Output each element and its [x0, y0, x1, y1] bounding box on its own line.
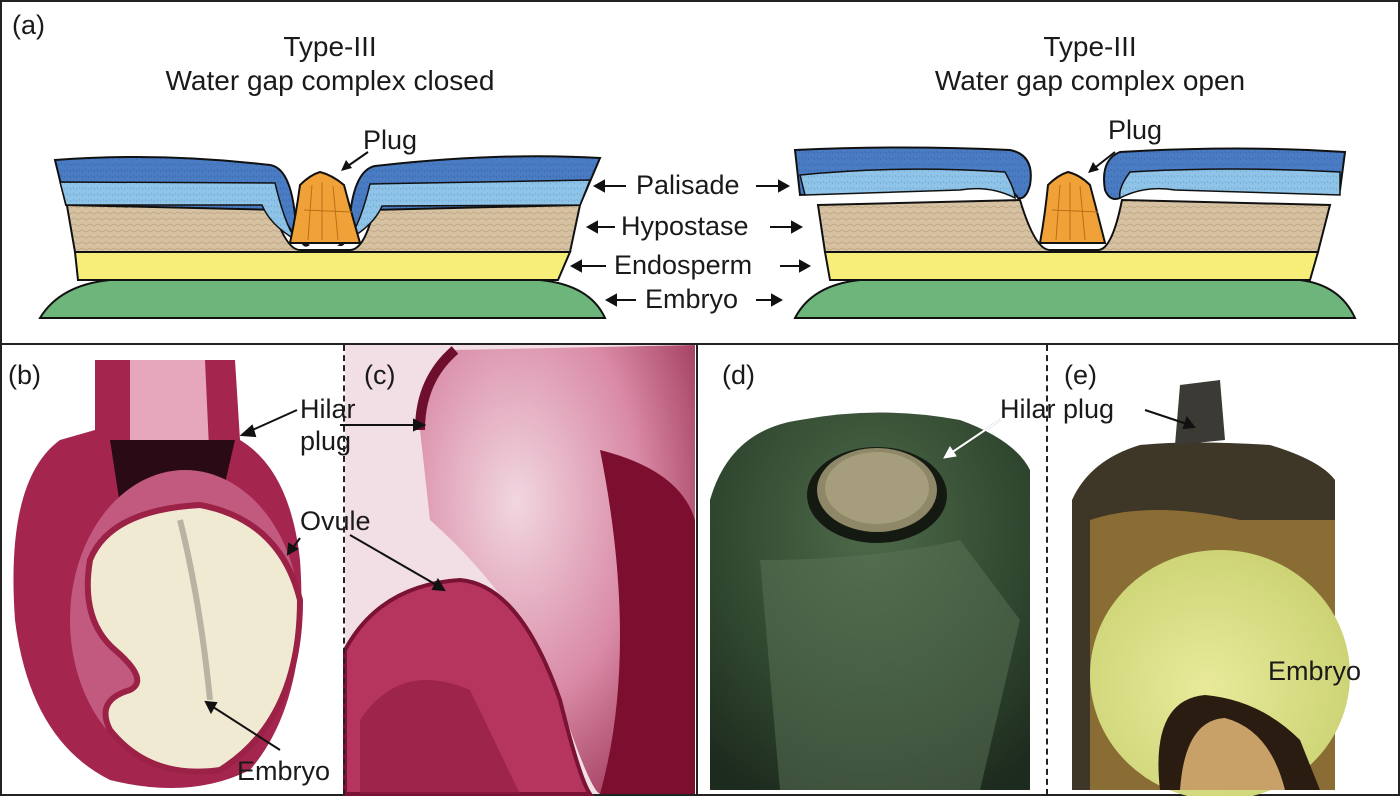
left-diagram [38, 151, 607, 319]
right-palisade-inner [799, 168, 1016, 200]
panel-c-section [343, 345, 695, 796]
layer-arrows [569, 179, 812, 307]
right-title-line2: Water gap complex open [934, 65, 1246, 96]
right-diagram [793, 146, 1357, 319]
embryo-label-e: Embryo [1268, 656, 1362, 686]
right-diagram-title: Type-III Water gap complex open [860, 30, 1320, 98]
left-diagram-title: Type-III Water gap complex closed [100, 30, 560, 98]
panel-e-photo [1072, 380, 1350, 796]
right-palisade-inner-r [1118, 168, 1341, 200]
endosperm-label: Endosperm [614, 250, 753, 280]
panel-a-label: (a) [12, 10, 45, 40]
left-title-line2: Water gap complex closed [165, 65, 495, 96]
panel-d-photo [710, 412, 1030, 790]
palisade-label: Palisade [636, 170, 740, 200]
hilar-plug-label-d: Hilar plug [1000, 394, 1115, 424]
annotation-arrows [204, 409, 1196, 751]
hilar-plug-label-b: Hilar plug [300, 394, 356, 456]
right-plug-label: Plug [1108, 115, 1163, 145]
embryo-label-b: Embryo [237, 756, 331, 786]
panel-c-label: (c) [364, 360, 396, 390]
divider-bc [343, 345, 345, 795]
left-plug [288, 170, 362, 244]
panel-e-label: (e) [1064, 360, 1097, 390]
embryo-label: Embryo [645, 284, 739, 314]
panel-bottom-right-frame [696, 343, 1400, 796]
right-plug [1038, 170, 1107, 244]
left-plug-label: Plug [363, 125, 418, 155]
right-title-line1: Type-III [1043, 31, 1137, 62]
panel-b-label: (b) [8, 360, 41, 390]
left-title-line1: Type-III [283, 31, 377, 62]
right-hypostase-layer [816, 198, 1332, 253]
hypostase-label: Hypostase [621, 211, 749, 241]
divider-de [1046, 345, 1048, 795]
seed-coat-diagrams [38, 146, 1357, 319]
panel-d-label: (d) [722, 360, 755, 390]
panel-b-section [13, 360, 304, 788]
ovule-label: Ovule [300, 506, 371, 536]
